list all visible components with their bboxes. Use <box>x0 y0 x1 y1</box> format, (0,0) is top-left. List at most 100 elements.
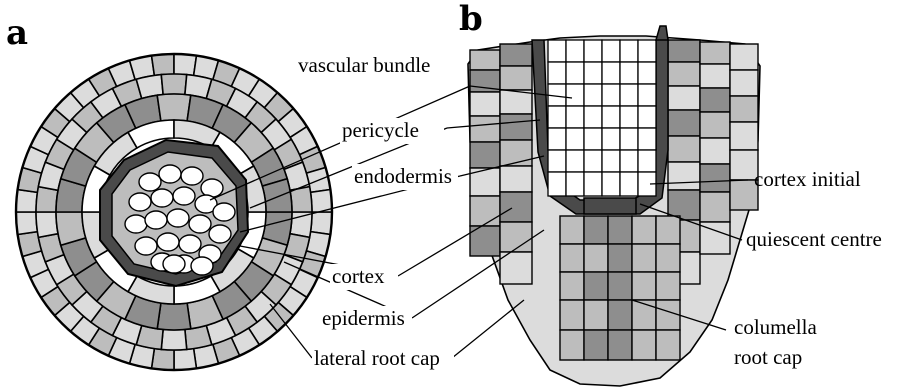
columella-cell <box>560 244 584 272</box>
columella-cell <box>608 272 632 300</box>
vascular-cell <box>548 150 566 172</box>
label-epidermis: epidermis <box>322 306 405 330</box>
tissue-cell <box>668 40 700 62</box>
columella-cell <box>656 272 680 300</box>
tissue-cell <box>470 116 500 142</box>
endodermis-tip <box>656 26 668 40</box>
label-columella: columella <box>734 315 817 339</box>
vascular-stack <box>548 40 656 196</box>
vascular-cell <box>548 40 566 62</box>
tissue-cell <box>700 64 730 88</box>
vascular-cell <box>167 209 189 227</box>
vascular-cell <box>129 193 151 211</box>
vascular-cell <box>173 187 195 205</box>
vascular-cell <box>566 106 584 128</box>
tissue-cell <box>700 138 730 164</box>
longitudinal-section-diagram <box>468 26 760 386</box>
vascular-cell <box>638 84 656 106</box>
columella-cell <box>584 244 608 272</box>
label-vascular-bundle: vascular bundle <box>298 53 430 77</box>
lateral-root-cap-cell <box>311 190 332 212</box>
columella-cell <box>656 300 680 330</box>
label-endodermis: endodermis <box>354 164 452 188</box>
epidermis-cell <box>161 329 186 350</box>
tissue-cell <box>668 136 700 162</box>
vascular-cell <box>125 215 147 233</box>
vascular-cell <box>566 172 584 196</box>
vascular-cell <box>620 106 638 128</box>
vascular-cell <box>638 150 656 172</box>
columella-cell <box>608 244 632 272</box>
vascular-cell <box>191 257 213 275</box>
vascular-cell <box>638 62 656 84</box>
columella-cell <box>608 216 632 244</box>
label-cortex-initial: cortex initial <box>754 167 861 191</box>
tissue-cell <box>500 90 532 114</box>
quiescent-centre-cells <box>584 198 636 214</box>
tissue-cell <box>668 110 700 136</box>
vascular-cell <box>163 255 185 273</box>
vascular-cell <box>620 62 638 84</box>
panel-letter-b: b <box>459 0 483 39</box>
vascular-cell <box>157 233 179 251</box>
tissue-cell <box>500 44 532 66</box>
lateral-root-cap-cell <box>152 349 174 370</box>
vascular-cell <box>201 179 223 197</box>
tissue-cell <box>700 192 730 222</box>
label-root-cap: root cap <box>734 345 802 369</box>
columella-cell <box>632 272 656 300</box>
vascular-cell <box>584 84 602 106</box>
columella-cell <box>584 330 608 360</box>
vascular-cell <box>584 150 602 172</box>
vascular-cell <box>602 106 620 128</box>
vascular-cell <box>548 62 566 84</box>
vascular-cell <box>209 225 231 243</box>
label-cortex: cortex <box>332 264 385 288</box>
lateral-root-cap-cell <box>152 54 174 75</box>
columella-cell <box>632 216 656 244</box>
cortex-cell-outer <box>157 303 191 330</box>
vascular-cell <box>620 84 638 106</box>
vascular-cell <box>602 128 620 150</box>
tissue-cell <box>730 44 758 70</box>
vascular-cell <box>135 237 157 255</box>
vascular-cell <box>620 40 638 62</box>
label-lateral-root-cap: lateral root cap <box>314 346 440 370</box>
vascular-cell <box>620 150 638 172</box>
label-quiescent-centre: quiescent centre <box>746 227 882 251</box>
tissue-cell <box>668 62 700 86</box>
panel-letter-a: a <box>6 13 28 53</box>
vascular-cell <box>548 172 566 196</box>
vascular-cell <box>159 165 181 183</box>
epidermis-cell <box>36 212 58 237</box>
tissue-cell <box>500 114 532 140</box>
tissue-cell <box>700 112 730 138</box>
columella-cell <box>608 300 632 330</box>
tissue-cell <box>500 222 532 252</box>
vascular-cell <box>213 203 235 221</box>
tissue-cell <box>668 162 700 190</box>
lateral-root-cap-cell <box>16 212 37 234</box>
vascular-cell <box>151 189 173 207</box>
columella-cell <box>584 216 608 244</box>
vascular-cell <box>548 128 566 150</box>
columella-cell <box>632 330 656 360</box>
cortex-cell-outer <box>157 94 191 121</box>
label-pericycle: pericycle <box>342 118 419 142</box>
columella-cell <box>584 272 608 300</box>
columella-cell <box>560 300 584 330</box>
columella-cell <box>560 216 584 244</box>
vascular-cell <box>638 40 656 62</box>
vascular-cell <box>620 128 638 150</box>
vascular-cell <box>584 62 602 84</box>
columella-cell <box>632 244 656 272</box>
vascular-cell <box>602 150 620 172</box>
lateral-root-cap-cell <box>311 212 332 234</box>
vascular-cell <box>584 40 602 62</box>
columella-cell <box>656 330 680 360</box>
vascular-cell <box>584 106 602 128</box>
vascular-cell <box>602 172 620 196</box>
vascular-cell <box>602 40 620 62</box>
columella-cell <box>560 272 584 300</box>
